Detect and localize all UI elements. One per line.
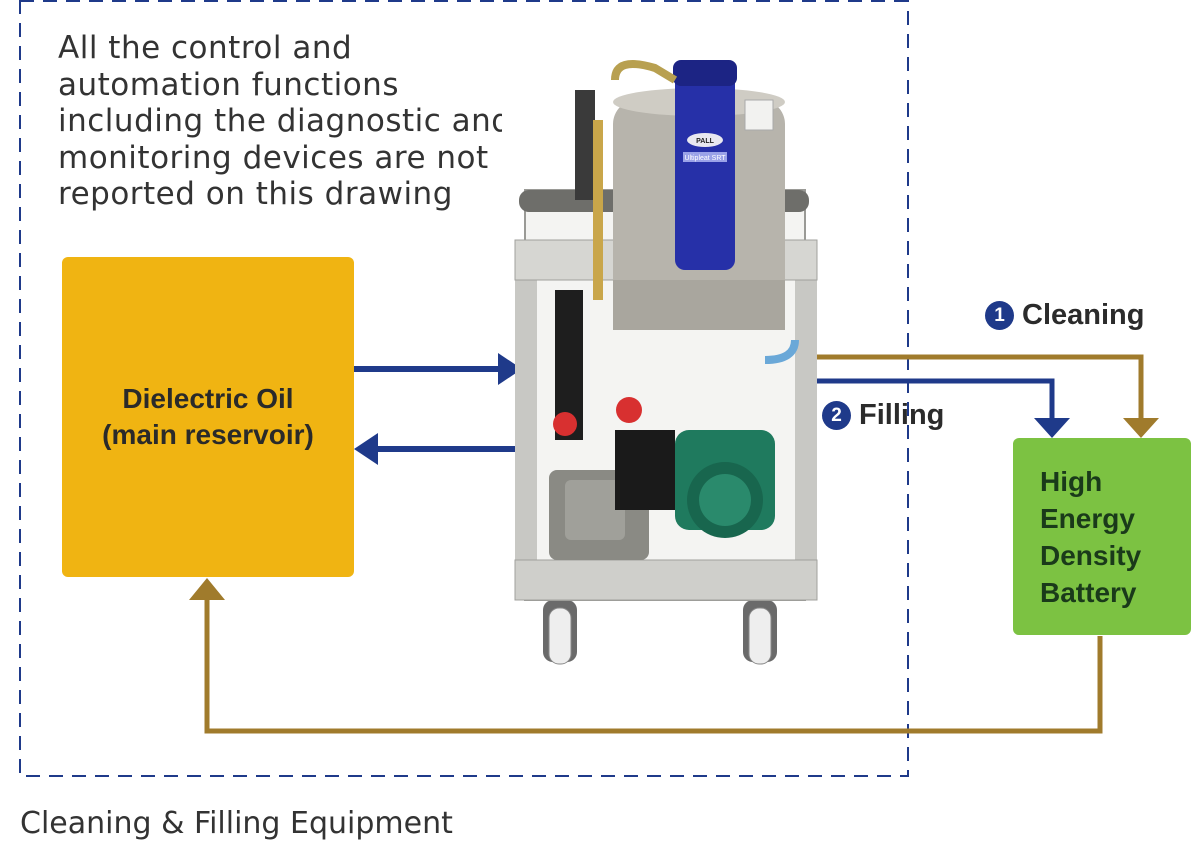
filter-model-label: Ultipleat SRT: [684, 155, 726, 162]
step-cleaning: 1 Cleaning: [985, 299, 1144, 332]
pump-motor: [549, 430, 775, 560]
disclaimer-note: All the control and automation functions…: [58, 30, 512, 212]
filling-arrow: [806, 378, 1070, 438]
filter-housing: [673, 60, 737, 270]
dielectric-oil-reservoir-box: Dielectric Oil (main reservoir): [62, 257, 354, 577]
step-number-badge: 2: [822, 401, 851, 430]
battery-label: High Energy Density Battery: [1040, 465, 1142, 608]
step-filling: 2 Filling: [822, 399, 944, 432]
caster-wheels: [543, 600, 777, 665]
cleaning-filling-equipment-image: PALL Ultipleat SRT: [514, 60, 818, 665]
filter-brand-label: PALL: [696, 138, 714, 145]
reservoir-to-equipment-arrow: [354, 353, 522, 385]
cleaning-arrow: [806, 354, 1159, 438]
note-overlap-mask: [502, 106, 516, 132]
step-label: Filling: [859, 399, 945, 431]
equipment-caption: Cleaning & Filling Equipment: [20, 806, 453, 841]
reservoir-label: Dielectric Oil (main reservoir): [102, 383, 314, 450]
return-arrow: [189, 578, 1103, 734]
step-number-badge: 1: [985, 301, 1014, 330]
step-label: Cleaning: [1022, 299, 1145, 331]
equipment-boundary: [19, 0, 909, 777]
red-valves: [553, 397, 642, 436]
equipment-to-reservoir-arrow: [354, 433, 520, 465]
battery-box: High Energy Density Battery: [1013, 438, 1191, 635]
